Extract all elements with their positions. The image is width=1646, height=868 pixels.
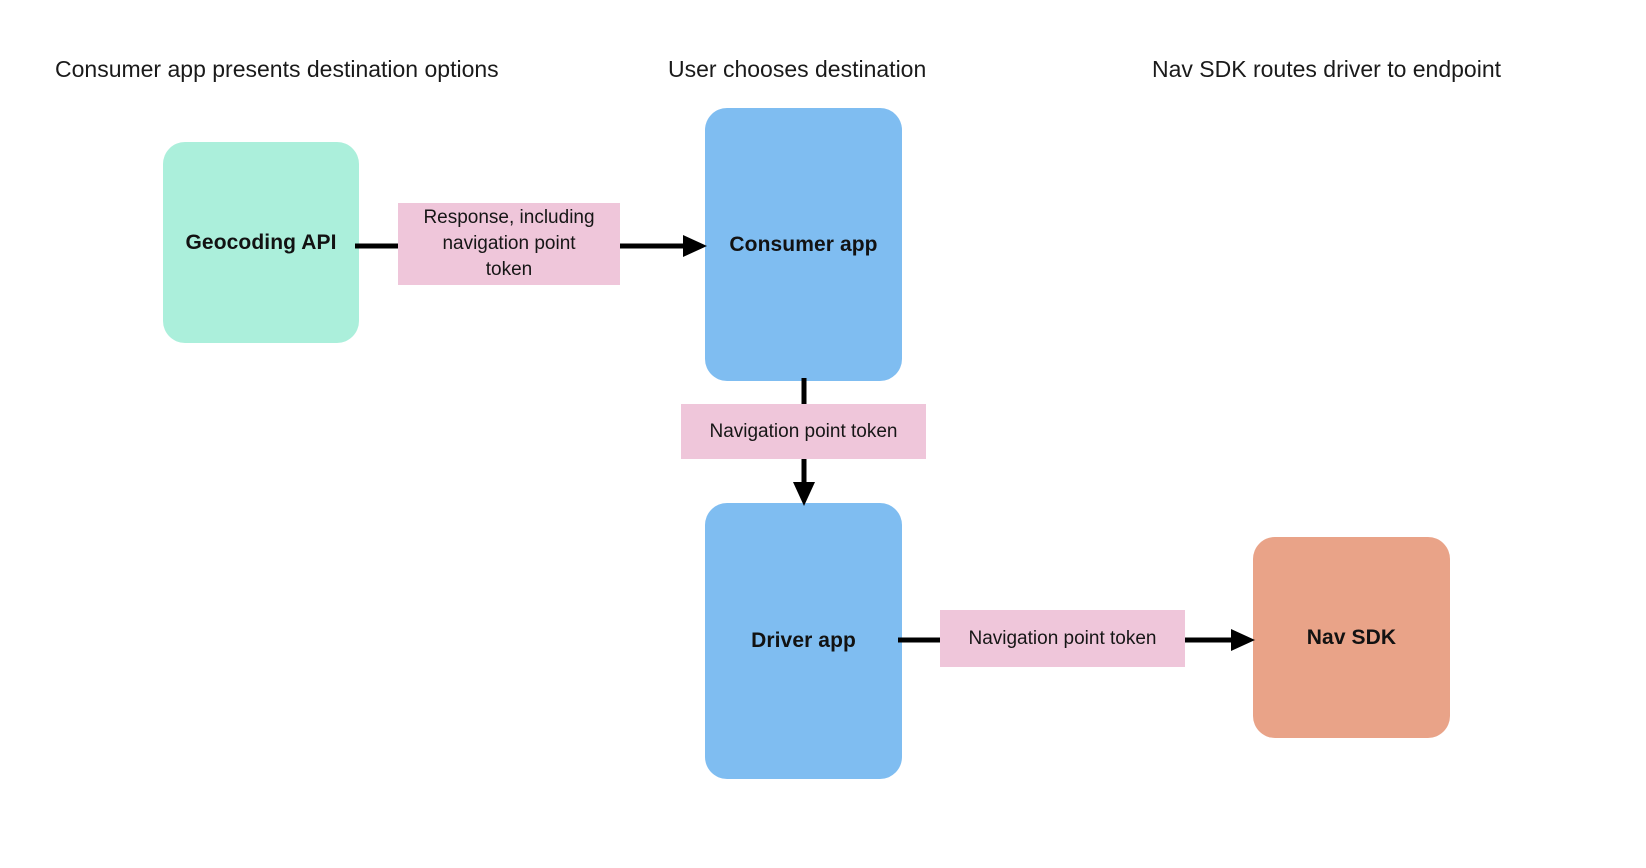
- node-driver-app[interactable]: Driver app: [705, 503, 902, 779]
- column-header-navsdk: Nav SDK routes driver to endpoint: [1152, 56, 1502, 82]
- node-consumer-app-label: Consumer app: [729, 232, 878, 256]
- edge-label-response-text: Response, including navigation point tok…: [423, 205, 594, 283]
- edge-label-navigation-point-token-driver-navsdk: Navigation point token: [940, 610, 1185, 667]
- node-nav-sdk[interactable]: Nav SDK: [1253, 537, 1450, 738]
- edge-label-response-line1: Response, including: [423, 207, 595, 228]
- column-header-user: User chooses destination: [668, 56, 927, 82]
- node-nav-sdk-label: Nav SDK: [1306, 625, 1397, 649]
- node-consumer-app[interactable]: Consumer app: [705, 108, 902, 381]
- column-header-consumer: Consumer app presents destination option…: [55, 56, 499, 82]
- edge-label-navigation-point-token-consumer-driver: Navigation point token: [681, 404, 926, 459]
- edge-label-response-line2: navigation point: [442, 233, 576, 254]
- node-geocoding-api[interactable]: Geocoding API: [163, 142, 359, 343]
- edge-label-navigation-point-token-text: Navigation point token: [709, 420, 898, 442]
- edge-label-response-line3: token: [485, 259, 533, 280]
- node-geocoding-api-label: Geocoding API: [185, 230, 337, 254]
- edge-label-response-including-navigation-point-token: Response, including navigation point tok…: [398, 203, 620, 285]
- edge-label-navigation-point-token-text: Navigation point token: [968, 627, 1157, 649]
- node-driver-app-label: Driver app: [751, 629, 856, 652]
